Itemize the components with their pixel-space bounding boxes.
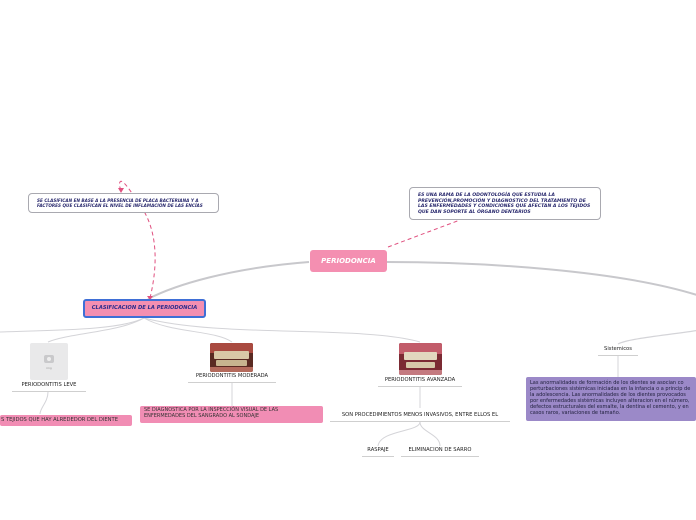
link-avanzada-sarro — [420, 422, 440, 446]
leve-node[interactable]: PERIODONTITIS LEVE — [12, 381, 86, 392]
avanzada-teeth-lower — [406, 362, 435, 368]
avanzada-image — [399, 343, 442, 375]
link-avanzada-raspaje — [378, 422, 420, 446]
camera-lens — [47, 357, 51, 361]
avanzada-label: PERIODONTITIS AVANZADA — [385, 377, 455, 383]
link-class-left — [0, 318, 144, 332]
link-definition-dashed — [388, 220, 460, 247]
procedure-raspaje-label: RASPAJE — [367, 447, 388, 453]
avanzada-detail-text: SON PROCEDIMIENTOS MENOS INVASIVOS, ENTR… — [342, 412, 498, 418]
avanzada-node[interactable]: PERIODONTITIS AVANZADA — [378, 376, 462, 387]
central-topic-label: PERIODONCIA — [321, 257, 376, 265]
link-central-classification — [148, 262, 309, 299]
sistemicos-node[interactable]: Sistemicos — [598, 344, 638, 356]
avanzada-lip — [399, 370, 442, 375]
moderada-detail-text: SE DIAGNOSTICA POR LA INSPECCIÓN VISUAL … — [144, 407, 278, 419]
moderada-node[interactable]: PERIODONTITIS MODERADA — [188, 372, 276, 383]
definition-note[interactable]: ES UNA RAMA DE LA ODONTOLOGÍA QUE ESTUDI… — [409, 187, 601, 220]
procedure-sarro-label: ELIMINACION DE SARRO — [409, 447, 472, 453]
leve-label: PERIODONTITIS LEVE — [22, 382, 77, 388]
classification-note-text: SE CLASIFICAN EN BASE A LA PRESENCIA DE … — [37, 198, 203, 208]
moderada-label: PERIODONTITIS MODERADA — [196, 373, 268, 379]
link-leve-detail — [40, 392, 48, 414]
central-topic[interactable]: PERIODONCIA — [310, 250, 387, 272]
sistemicos-detail[interactable]: Las anormalidades de formación de los di… — [526, 377, 696, 421]
link-right-sistemicos — [618, 330, 696, 344]
leve-detail[interactable]: S TEJIDOS QUE HAY ALREDEDOR DEL DIENTE — [0, 415, 132, 426]
moderada-image — [210, 343, 253, 372]
definition-note-text: ES UNA RAMA DE LA ODONTOLOGÍA QUE ESTUDI… — [418, 193, 590, 215]
leve-detail-text: S TEJIDOS QUE HAY ALREDEDOR DEL DIENTE — [1, 417, 118, 423]
moderada-detail[interactable]: SE DIAGNOSTICA POR LA INSPECCIÓN VISUAL … — [140, 406, 323, 423]
link-class-moderada — [144, 318, 232, 342]
avanzada-detail[interactable]: SON PROCEDIMIENTOS MENOS INVASIVOS, ENTR… — [330, 410, 510, 422]
classification-label: CLASIFICACION DE LA PERIODONCIA — [92, 305, 198, 311]
link-central-right — [387, 262, 696, 296]
procedure-sarro[interactable]: ELIMINACION DE SARRO — [401, 446, 479, 457]
leve-image-caption: img — [30, 366, 68, 370]
leve-image: img — [30, 343, 68, 380]
avanzada-teeth-upper — [404, 352, 437, 360]
sistemicos-detail-text: Las anormalidades de formación de los di… — [530, 380, 690, 416]
procedure-raspaje[interactable]: RASPAJE — [362, 446, 394, 457]
moderada-teeth-upper — [214, 351, 249, 359]
classification-note[interactable]: SE CLASIFICAN EN BASE A LA PRESENCIA DE … — [28, 193, 219, 213]
classification-node[interactable]: CLASIFICACION DE LA PERIODONCIA — [83, 299, 206, 318]
sistemicos-label: Sistemicos — [604, 346, 632, 352]
moderada-teeth-lower — [216, 360, 247, 366]
